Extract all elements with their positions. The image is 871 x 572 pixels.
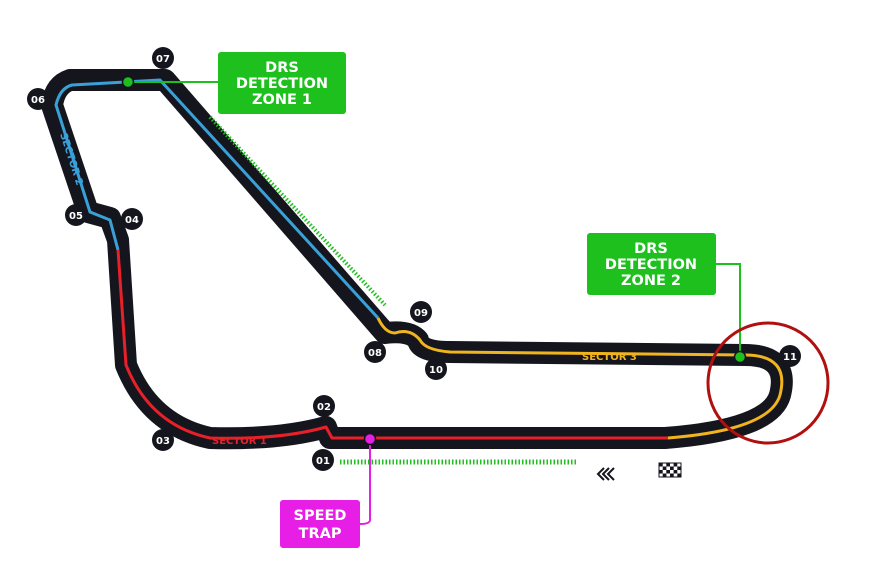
turn-09-marker: 09	[410, 301, 432, 323]
svg-text:04: 04	[125, 215, 139, 226]
svg-text:07: 07	[156, 54, 170, 65]
svg-text:DRS: DRS	[265, 60, 299, 76]
svg-text:03: 03	[156, 436, 170, 447]
svg-text:02: 02	[317, 402, 331, 413]
speed-trap-leader	[359, 440, 371, 525]
speed-trap-marker	[363, 432, 377, 446]
drs-zone-1-callout: DRS DETECTION ZONE 1	[218, 52, 346, 114]
svg-text:10: 10	[429, 365, 443, 376]
svg-text:ZONE 1: ZONE 1	[252, 92, 312, 108]
turn-10-marker: 10	[425, 358, 447, 380]
sector-2-line	[54, 78, 380, 320]
turn-05-marker: 05	[65, 204, 87, 226]
svg-text:06: 06	[31, 95, 45, 106]
svg-text:DETECTION: DETECTION	[605, 257, 697, 273]
chevrons-icon	[596, 467, 615, 481]
turn-03-marker: 03	[152, 429, 174, 451]
turn-06-marker: 06	[27, 88, 49, 110]
turn-04-marker: 04	[121, 208, 143, 230]
highlight-circle	[706, 321, 830, 445]
turn-07-marker: 07	[152, 47, 174, 69]
drs-zone-2-callout: DRS DETECTION ZONE 2	[587, 233, 716, 295]
svg-text:01: 01	[316, 456, 330, 467]
sector-3-line	[376, 317, 784, 440]
svg-text:ZONE 2: ZONE 2	[621, 273, 681, 289]
svg-text:SPEED: SPEED	[294, 508, 347, 524]
drs-detection-line-1	[208, 115, 387, 307]
drs-zone-2-marker	[733, 350, 747, 364]
svg-text:11: 11	[783, 352, 797, 363]
svg-text:08: 08	[368, 348, 382, 359]
svg-text:05: 05	[69, 211, 83, 222]
svg-text:TRAP: TRAP	[299, 526, 342, 542]
svg-text:DRS: DRS	[634, 241, 668, 257]
turn-01-marker: 01	[312, 449, 334, 471]
sector-3-label: SECTOR 3	[582, 352, 637, 363]
sector-1-label: SECTOR 1	[212, 436, 267, 447]
turn-08-marker: 08	[364, 341, 386, 363]
checkered-flag-icon	[658, 462, 682, 478]
turn-02-marker: 02	[313, 395, 335, 417]
svg-text:DETECTION: DETECTION	[236, 76, 328, 92]
drs-zone-1-marker	[121, 75, 135, 89]
turn-11-marker: 11	[779, 345, 801, 367]
speed-trap-callout: SPEED TRAP	[280, 500, 360, 548]
sector-1-line	[116, 249, 668, 440]
svg-text:09: 09	[414, 308, 428, 319]
